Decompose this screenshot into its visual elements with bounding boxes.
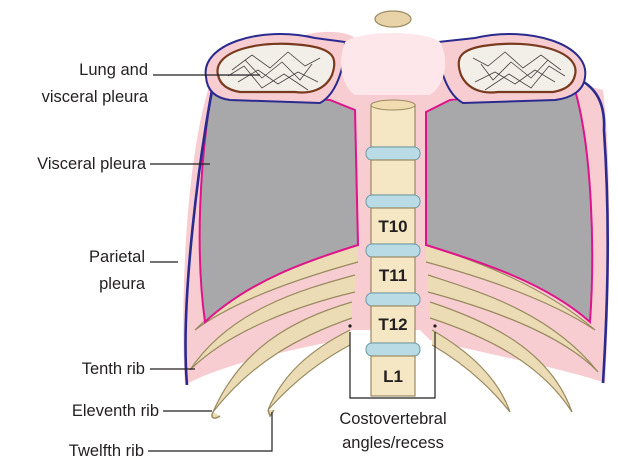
recess-dot-right [433, 324, 436, 327]
label-costovertebral-line2: angles/recess [342, 434, 444, 452]
label-parietal-line2: pleura [99, 275, 146, 293]
mediastinum [341, 33, 445, 95]
recess-dot-left [348, 324, 351, 327]
label-lung-line1: Lung and [79, 61, 148, 79]
label-tenth-rib: Tenth rib [82, 360, 145, 378]
leader-twelfth-rib [148, 412, 272, 451]
label-costovertebral-line1: Costovertebral [339, 410, 446, 428]
label-lung-line2: visceral pleura [42, 88, 149, 106]
vertebral-column [366, 100, 420, 396]
disc-1 [366, 147, 420, 160]
label-t12: T12 [378, 315, 407, 334]
disc-4 [366, 293, 420, 306]
vertebra-top-cap [371, 100, 415, 110]
label-t10: T10 [378, 217, 407, 236]
label-parietal-line1: Parietal [89, 248, 145, 266]
sternum-section [375, 11, 411, 27]
disc-2 [366, 195, 420, 208]
vertebra-upper-2 [371, 160, 415, 195]
vertebra-upper-1 [371, 105, 415, 147]
label-twelfth-rib: Twelfth rib [69, 442, 144, 460]
label-eleventh-rib: Eleventh rib [72, 402, 159, 420]
disc-5 [366, 343, 420, 356]
twelfth-rib-tip-left [268, 410, 274, 416]
label-t11: T11 [379, 266, 407, 285]
eleventh-rib-tip-left [212, 412, 220, 418]
disc-3 [366, 244, 420, 257]
label-l1: L1 [383, 367, 403, 386]
label-visceral-pleura: Visceral pleura [37, 155, 147, 173]
